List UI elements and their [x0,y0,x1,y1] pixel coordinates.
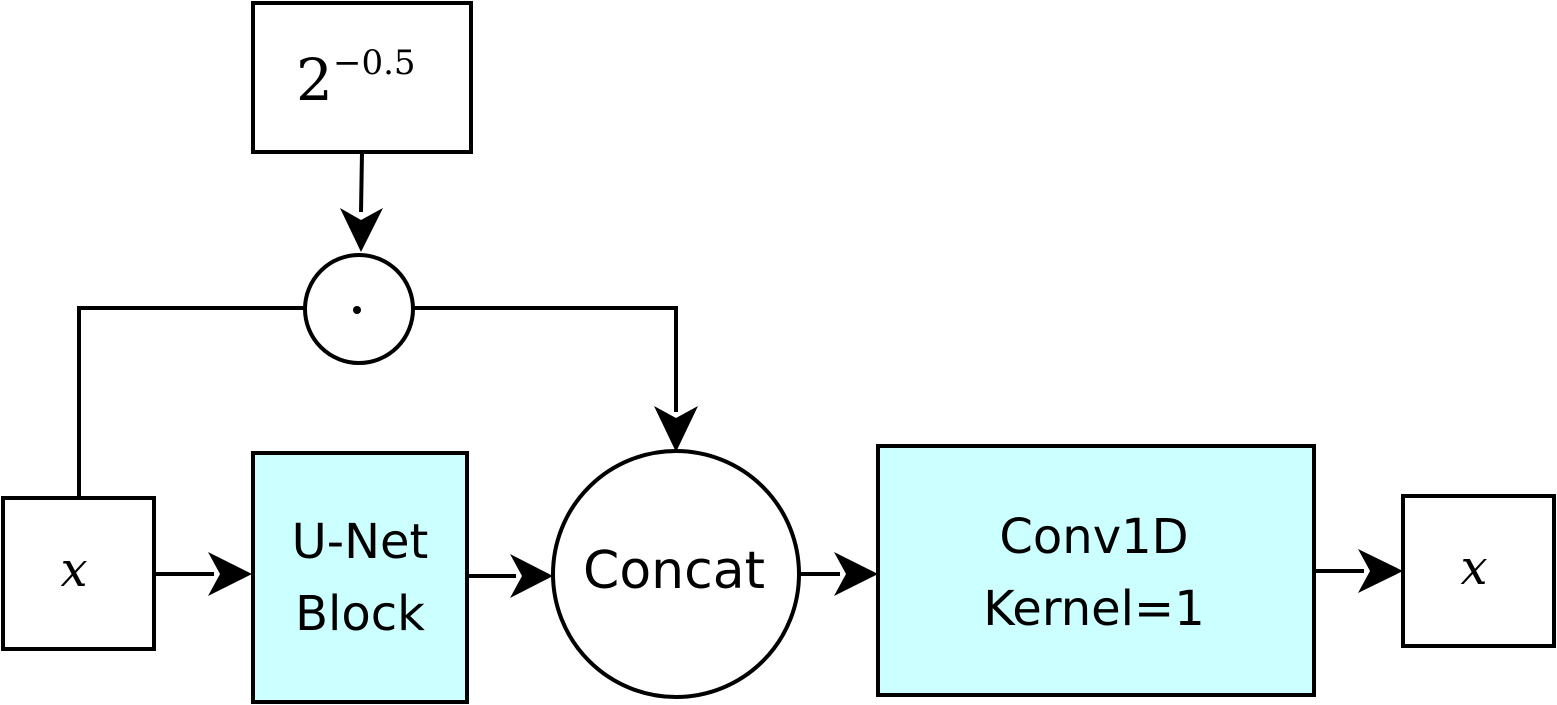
arrowhead-icon [208,552,252,596]
arrowhead-icon [654,406,698,452]
output-x-label: x [1460,540,1487,596]
scale-base-label: 2 [296,46,333,114]
edge-conv-to-output [1315,549,1403,593]
output-x-node: x [1401,494,1556,648]
concat-node: Concat [551,449,801,699]
unet-label-line1: U-Net [292,514,429,570]
multiply-dot-icon [353,306,361,314]
edge-multiply-to-concat [414,306,698,452]
conv1d-block-node: Conv1D Kernel=1 [876,444,1316,697]
arrowhead-icon [1358,549,1403,593]
edge-scale-to-multiply [340,151,383,252]
concat-label: Concat [583,541,765,601]
input-x-label: x [60,542,87,598]
conv-label-line2: Kernel=1 [983,581,1205,637]
edge-input-to-unet [154,552,252,596]
edge-input-to-multiply [77,306,305,498]
arrowhead-icon [834,552,878,596]
arrowhead-icon [510,554,553,598]
input-x-node: x [1,496,156,651]
edge-concat-to-conv [799,552,878,596]
edge-unet-to-concat [468,554,553,598]
unet-block-node: U-Net Block [251,451,469,704]
scale-exponent-label: −0.5 [333,43,416,83]
arrowhead-icon [340,208,383,252]
multiply-node [303,253,415,365]
unet-label-line2: Block [295,586,425,642]
scale-constant-node: 2 −0.5 [251,1,473,154]
conv-label-line1: Conv1D [999,509,1188,565]
